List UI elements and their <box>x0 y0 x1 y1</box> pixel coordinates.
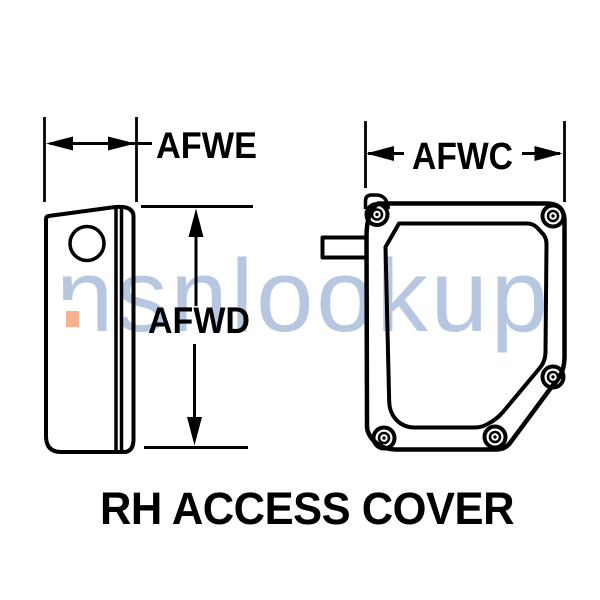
screw-center-dot-icon <box>375 212 379 217</box>
afwe-label: AFWE <box>156 125 257 166</box>
screw-right-middle <box>540 364 566 390</box>
screw-bottom-left <box>371 425 397 451</box>
front-view-side-tab <box>320 235 366 260</box>
screw-bottom-middle <box>482 424 508 450</box>
side-view-outline <box>44 205 127 454</box>
screw-ring-icon <box>371 425 397 451</box>
front-view-inner-outline <box>383 221 549 430</box>
screw-ring-icon <box>364 202 390 227</box>
screw-center-dot-icon <box>551 214 555 218</box>
screw-center-dot-icon <box>551 375 555 379</box>
screw-top-left <box>364 202 390 227</box>
watermark-accent-dot <box>66 311 79 327</box>
screw-center-dot-icon <box>493 435 497 439</box>
watermark-text: nsnlookup <box>56 238 548 353</box>
screw-ring-icon <box>540 203 566 229</box>
side-view <box>44 204 136 454</box>
afwc-arrowhead-left-icon <box>366 146 394 161</box>
front-view-top-notch <box>363 193 391 210</box>
afwd-label: AFWD <box>148 300 250 341</box>
dimension-afwc: AFWC <box>364 121 566 202</box>
dimension-afwd: AFWD <box>141 205 253 449</box>
afwe-arrowhead-left-icon <box>46 136 73 151</box>
screw-top-right <box>540 203 566 229</box>
diagram-caption: RH ACCESS COVER <box>100 483 514 534</box>
dimension-afwe: AFWE <box>43 117 257 202</box>
side-view-hole <box>68 224 106 263</box>
screw-ring-icon <box>540 364 566 390</box>
afwd-arrowhead-up-icon <box>188 208 204 237</box>
afwc-label: AFWC <box>412 136 513 178</box>
afwc-arrowhead-right-icon <box>534 146 563 161</box>
screw-ring-icon <box>482 424 508 450</box>
front-view-outer-outline <box>364 201 567 452</box>
screw-center-dot-icon <box>382 436 386 440</box>
afwe-arrowhead-right-icon <box>108 136 135 151</box>
front-view <box>320 193 567 452</box>
afwd-arrowhead-down-icon <box>187 417 202 446</box>
watermark: nsnlookup <box>56 238 548 353</box>
